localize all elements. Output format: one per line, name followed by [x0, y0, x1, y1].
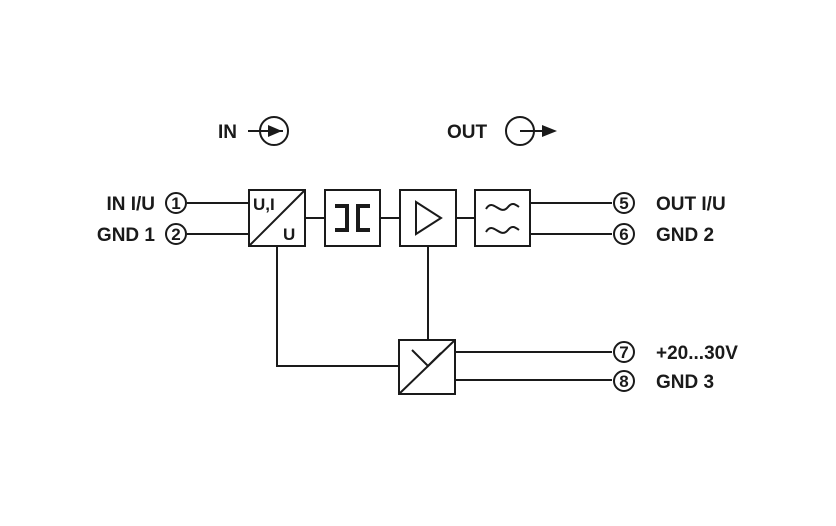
power-supply-block	[398, 339, 456, 395]
terminal-7: 7 +20...30V	[613, 341, 738, 364]
terminal-2: 2 GND 1	[97, 223, 187, 246]
terminal-6-label: GND 2	[656, 225, 714, 246]
terminal-8: 8 GND 3	[613, 370, 714, 393]
terminal-5-label: OUT I/U	[656, 194, 726, 215]
terminal-7-label: +20...30V	[656, 343, 738, 364]
terminal-1-label: IN I/U	[106, 194, 155, 215]
isolation-icon	[335, 204, 370, 232]
filter-block	[474, 189, 531, 247]
terminal-5: 5 OUT I/U	[613, 192, 726, 215]
wire-converter-supply	[276, 246, 399, 367]
isolator-block	[324, 189, 381, 247]
legend-out-label: OUT	[447, 122, 488, 143]
legend-in: IN	[218, 116, 289, 146]
terminal-1-number: 1	[171, 194, 180, 213]
terminal-8-label: GND 3	[656, 372, 714, 393]
amplifier-block	[399, 189, 457, 247]
filter-icon	[485, 203, 520, 234]
legend-out: OUT	[447, 116, 557, 146]
output-arrow-icon	[505, 116, 557, 146]
terminal-5-number: 5	[619, 194, 628, 213]
wiring	[187, 202, 612, 381]
converter-block: U,I U	[248, 189, 306, 247]
amplifier-icon	[415, 200, 443, 236]
terminal-2-number: 2	[171, 225, 180, 244]
input-arrow-icon	[248, 116, 289, 146]
terminal-2-label: GND 1	[97, 225, 156, 246]
terminal-7-number: 7	[619, 343, 628, 362]
converter-bottom-label: U	[283, 225, 295, 244]
terminal-1: 1 IN I/U	[106, 192, 187, 215]
terminal-8-number: 8	[619, 372, 628, 391]
converter-top-label: U,I	[253, 195, 275, 214]
legend-in-label: IN	[218, 122, 237, 143]
terminal-6: 6 GND 2	[613, 223, 714, 246]
terminal-6-number: 6	[619, 225, 628, 244]
